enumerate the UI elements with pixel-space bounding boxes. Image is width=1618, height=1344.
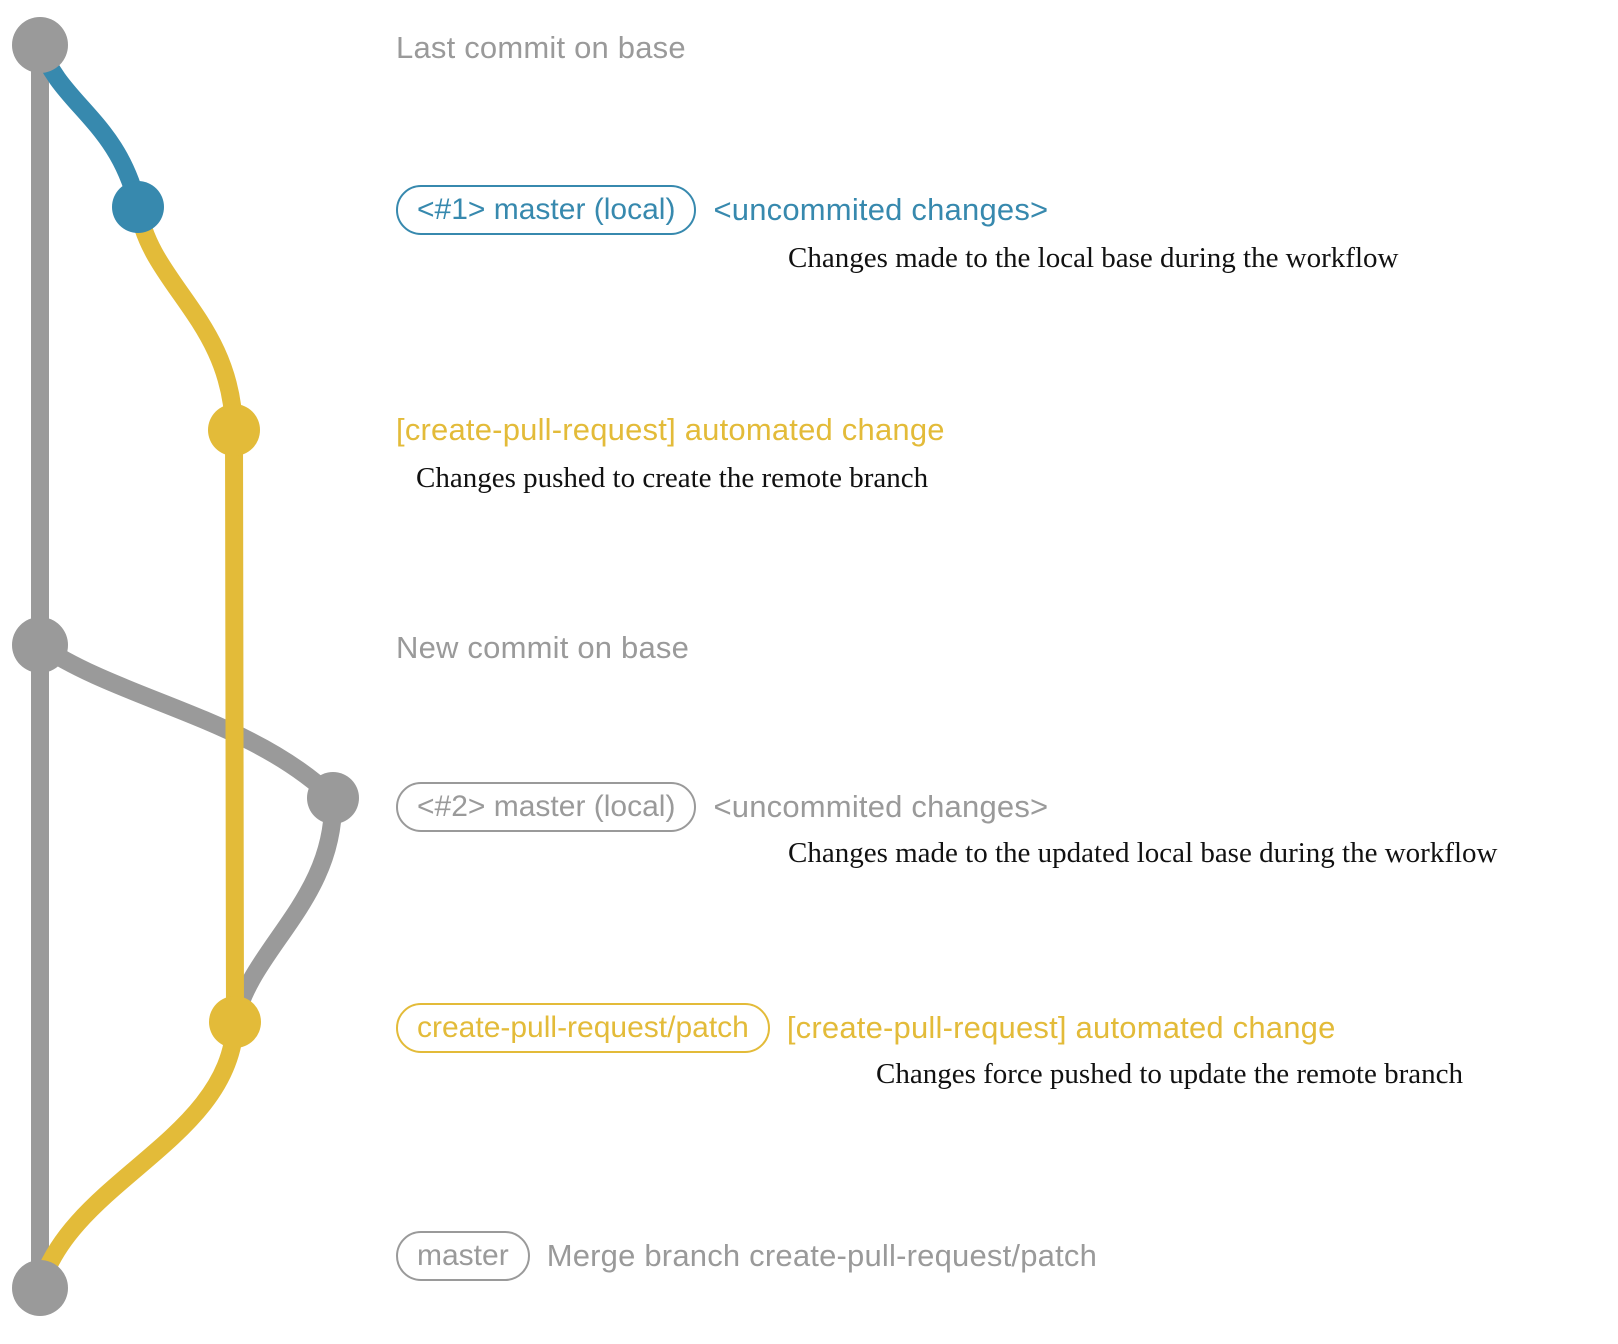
row-master-local-1: <#1> master (local) <uncommited changes> <box>396 185 1048 235</box>
row-new-commit-on-base: New commit on base <box>396 630 689 666</box>
base-to-local2-line <box>31 636 342 807</box>
row-last-commit-on-base: Last commit on base <box>396 30 686 66</box>
commit-subject-master-local-1: <uncommited changes> <box>713 192 1049 227</box>
commit-subject-automated-change-1: [create-pull-request] automated change <box>396 412 945 447</box>
row-merge-commit: master Merge branch create-pull-request/… <box>396 1231 1097 1281</box>
commit-subject-new-commit-on-base: New commit on base <box>396 630 690 665</box>
caption-master-local-2: Changes made to the updated local base d… <box>788 837 1498 869</box>
node-patch-commit-1[interactable] <box>208 404 260 456</box>
row-automated-change-1: [create-pull-request] automated change <box>396 412 945 448</box>
commit-subject-master-local-2: <uncommited changes> <box>713 789 1049 824</box>
commit-subject-merge-commit: Merge branch create-pull-request/patch <box>546 1238 1098 1273</box>
local1-to-patch1-line <box>129 198 243 439</box>
node-local-commit-1[interactable] <box>112 181 164 233</box>
caption-automated-change-1: Changes pushed to create the remote bran… <box>416 462 929 494</box>
ref-badge-master-local-2[interactable]: <#2> master (local) <box>396 782 697 832</box>
node-base-commit-new[interactable] <box>12 617 68 673</box>
ref-badge-master[interactable]: master <box>396 1231 530 1281</box>
ref-badge-create-pull-request-patch[interactable]: create-pull-request/patch <box>396 1003 770 1053</box>
row-automated-change-2: create-pull-request/patch [create-pull-r… <box>396 1003 1336 1053</box>
node-patch-commit-2[interactable] <box>209 996 261 1048</box>
caption-automated-change-2: Changes force pushed to update the remot… <box>876 1058 1464 1090</box>
node-merge-commit-bottom[interactable] <box>12 1260 68 1316</box>
node-base-commit-top[interactable] <box>12 17 68 73</box>
caption-master-local-1: Changes made to the local base during th… <box>788 242 1399 274</box>
row-master-local-2: <#2> master (local) <uncommited changes> <box>396 782 1048 832</box>
commit-subject-last-commit-on-base: Last commit on base <box>396 30 686 65</box>
commit-subject-automated-change-2: [create-pull-request] automated change <box>786 1010 1336 1045</box>
node-local-commit-2[interactable] <box>307 772 359 824</box>
patch-trunk-line <box>225 421 244 1031</box>
patch2-to-merge-line <box>31 1013 244 1297</box>
ref-badge-master-local-1[interactable]: <#1> master (local) <box>396 185 697 235</box>
